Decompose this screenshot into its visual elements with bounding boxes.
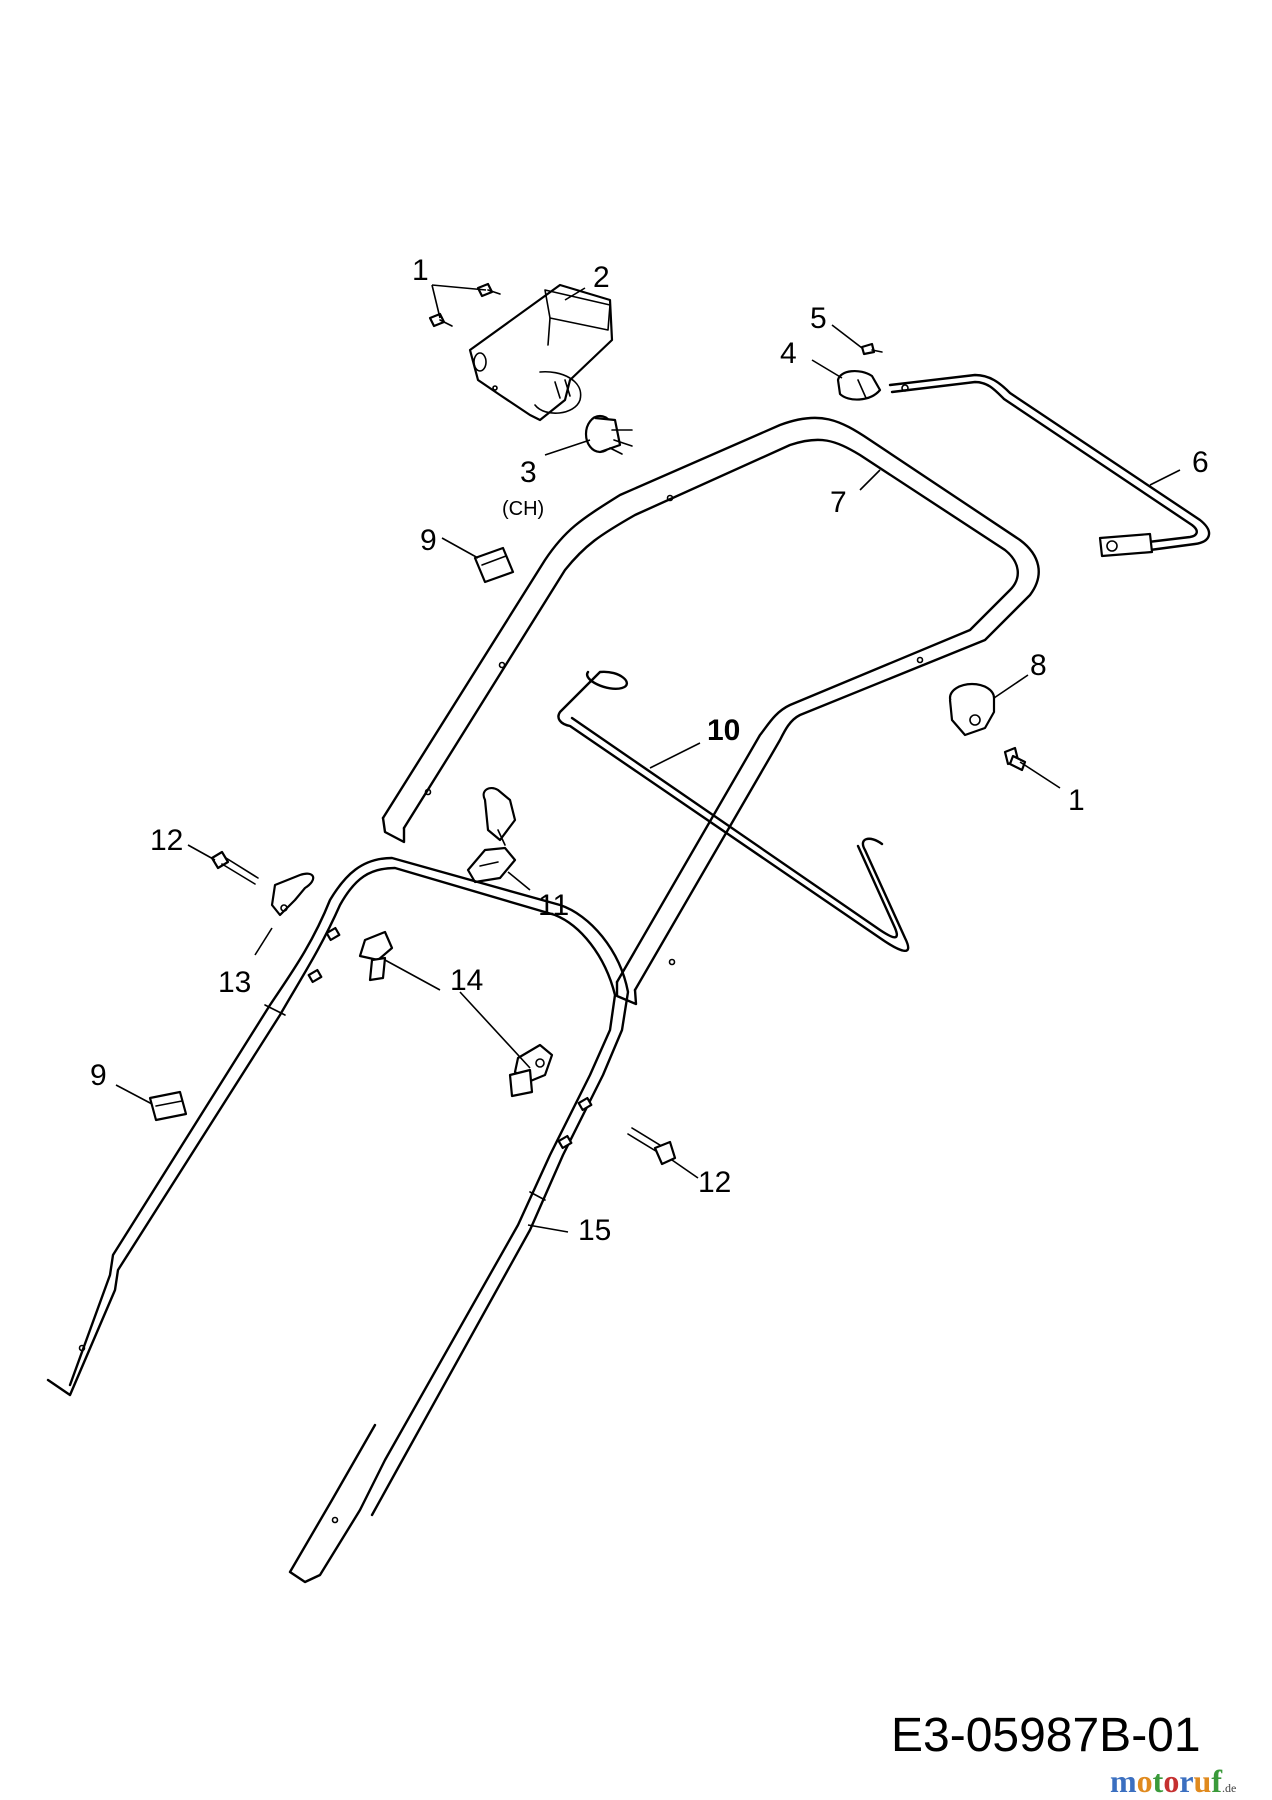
callout-12b: 12 bbox=[698, 1166, 731, 1199]
cable-guide-part bbox=[466, 786, 517, 884]
brand-letter: m bbox=[1110, 1763, 1137, 1799]
screw-part-5 bbox=[860, 342, 883, 356]
brand-letter: u bbox=[1193, 1763, 1212, 1799]
switch-housing-part bbox=[468, 283, 614, 422]
callout-6: 6 bbox=[1192, 446, 1209, 479]
callout-11: 11 bbox=[538, 889, 569, 922]
callout-2: 2 bbox=[593, 261, 610, 294]
callout-1b: 1 bbox=[1068, 784, 1085, 817]
callout-9b: 9 bbox=[90, 1059, 107, 1092]
callout-7: 7 bbox=[830, 486, 847, 519]
bail-wire-part bbox=[557, 670, 910, 952]
diagram-id-label: E3-05987B-01 bbox=[891, 1709, 1201, 1762]
callout-4: 4 bbox=[780, 337, 797, 370]
brand-letter: r bbox=[1179, 1763, 1194, 1799]
bracket-part bbox=[270, 872, 315, 917]
brand-logo: motoruf.de bbox=[1110, 1763, 1236, 1800]
brand-letter: f bbox=[1211, 1763, 1222, 1799]
long-bolt-part bbox=[210, 850, 259, 885]
brand-suffix: .de bbox=[1221, 1781, 1237, 1795]
callout-9a: 9 bbox=[420, 524, 437, 557]
callout-5: 5 bbox=[810, 302, 827, 335]
callout-14: 14 bbox=[450, 964, 483, 997]
brand-letter: t bbox=[1152, 1763, 1164, 1799]
upper-handle-part bbox=[381, 416, 1040, 1006]
cable-clamp-part-lower bbox=[148, 1090, 188, 1122]
long-bolt-part-lower bbox=[627, 1127, 677, 1166]
callout-13: 13 bbox=[218, 966, 251, 999]
brand-letter: o bbox=[1163, 1763, 1180, 1799]
control-lever-part bbox=[888, 373, 1211, 558]
leader-lines bbox=[115, 284, 1181, 1233]
callout-labels: 1 2 3 (CH) 5 4 6 7 9 8 10 1 12 11 13 14 … bbox=[90, 254, 1209, 1247]
callout-3: 3 bbox=[520, 456, 537, 489]
plug-part bbox=[584, 414, 633, 455]
screw-part bbox=[428, 282, 501, 328]
callout-3-note: (CH) bbox=[502, 498, 544, 520]
callout-10: 10 bbox=[707, 714, 740, 747]
callout-1a: 1 bbox=[412, 254, 429, 287]
cable-clip-part bbox=[836, 370, 882, 401]
brand-letter: o bbox=[1136, 1763, 1153, 1799]
handle-knob-part bbox=[358, 930, 554, 1098]
bolt-part bbox=[1003, 746, 1027, 772]
lower-handle-part bbox=[46, 856, 630, 1584]
cable-clamp-part bbox=[473, 546, 515, 584]
callout-12a: 12 bbox=[150, 824, 183, 857]
callout-8: 8 bbox=[1030, 649, 1047, 682]
callout-15: 15 bbox=[578, 1214, 611, 1247]
handle-clamp-part bbox=[948, 682, 996, 737]
